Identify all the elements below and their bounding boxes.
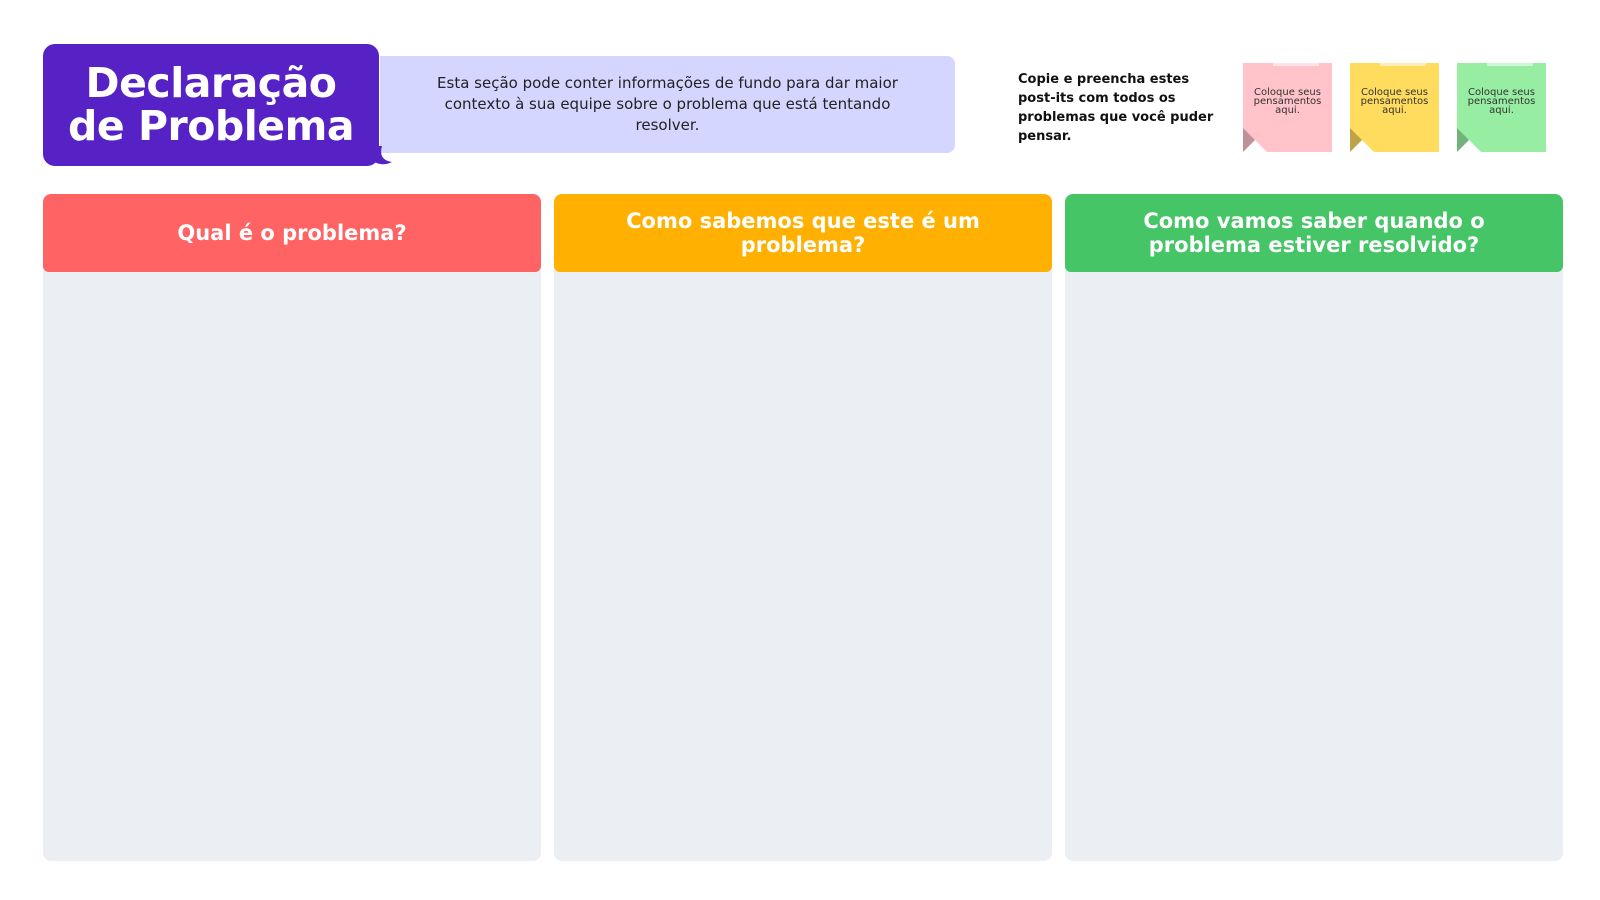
sticky-notes-instruction: Copie e preencha estes post-its com todo… <box>1018 72 1214 144</box>
column-success-criteria-header: Como vamos saber quando o problema estiv… <box>1065 194 1563 272</box>
sticky-note-curl <box>1243 128 1267 152</box>
sticky-note-curl <box>1457 128 1481 152</box>
sticky-note-curl <box>1350 128 1374 152</box>
column-success-criteria-drop-area[interactable] <box>1065 272 1563 861</box>
sticky-note-text: Coloque seus pensamentos aqui. <box>1360 87 1429 116</box>
column-evidence-header: Como sabemos que este é um problema? <box>554 194 1052 272</box>
column-problem-header: Qual é o problema? <box>43 194 541 272</box>
column-problem-drop-area[interactable] <box>43 272 541 861</box>
context-description-box[interactable]: Esta seção pode conter informações de fu… <box>380 56 955 153</box>
column-evidence: Como sabemos que este é um problema? <box>554 194 1052 861</box>
page-title: Declaração de Problema <box>68 62 354 148</box>
sticky-note-text: Coloque seus pensamentos aqui. <box>1467 87 1536 116</box>
page-title-line2: de Problema <box>68 102 354 150</box>
sticky-note-tape <box>1487 56 1533 66</box>
context-description-text: Esta seção pode conter informações de fu… <box>437 74 898 134</box>
sticky-note-green[interactable]: Coloque seus pensamentos aqui. <box>1457 56 1546 152</box>
column-evidence-drop-area[interactable] <box>554 272 1052 861</box>
sticky-note-yellow[interactable]: Coloque seus pensamentos aqui. <box>1350 56 1439 152</box>
sticky-note-tape <box>1380 56 1426 66</box>
sticky-note-text: Coloque seus pensamentos aqui. <box>1253 87 1322 116</box>
column-success-criteria: Como vamos saber quando o problema estiv… <box>1065 194 1563 861</box>
title-banner: Declaração de Problema <box>43 44 379 166</box>
column-problem: Qual é o problema? <box>43 194 541 861</box>
page-title-line1: Declaração <box>85 59 337 107</box>
sticky-note-tape <box>1273 56 1319 66</box>
sticky-note-pink[interactable]: Coloque seus pensamentos aqui. <box>1243 56 1332 152</box>
